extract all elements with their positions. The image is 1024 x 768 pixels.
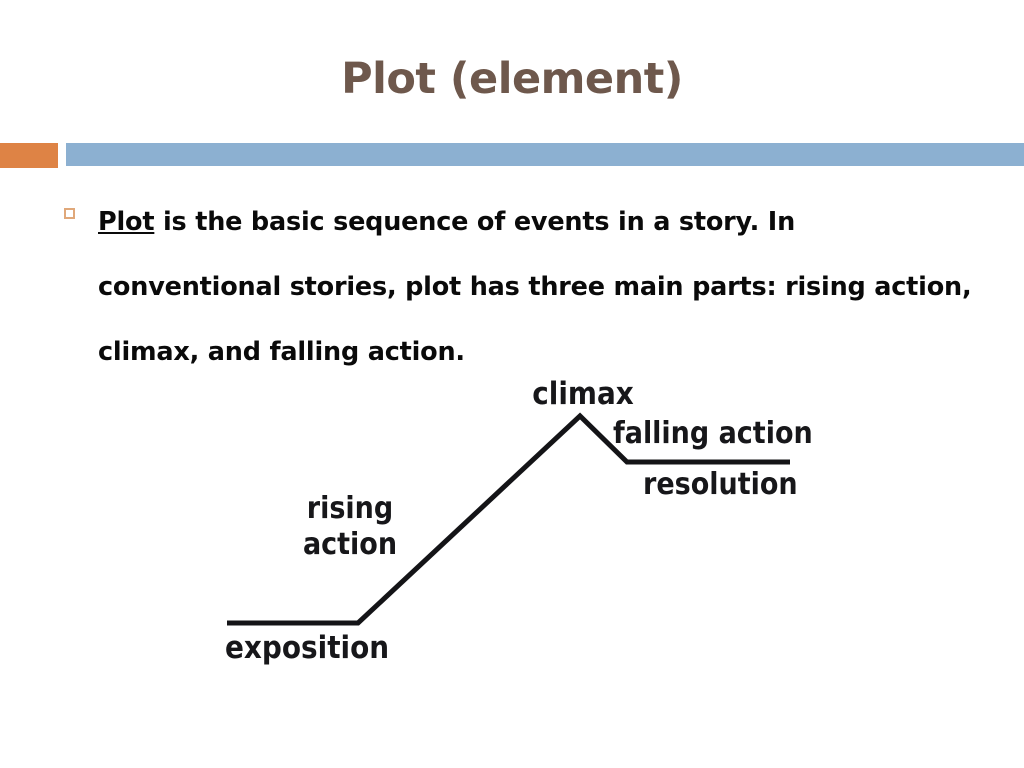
diagram-label-rising: rising [307, 491, 393, 526]
bullet-lead-term: Plot [98, 207, 155, 237]
diagram-label-falling-action: falling action [613, 416, 813, 451]
page-title: Plot (element) [341, 54, 683, 104]
bullet-item: Plot is the basic sequence of events in … [60, 190, 980, 385]
title-rule-bar [66, 143, 1024, 166]
body-content: Plot is the basic sequence of events in … [60, 190, 980, 385]
diagram-label-exposition: exposition [225, 630, 389, 666]
bullet-paragraph: Plot is the basic sequence of events in … [98, 207, 972, 367]
diagram-label-rising-action-second-line: action [303, 527, 397, 562]
title-accent-bar [0, 143, 58, 168]
bullet-rest-text: is the basic sequence of events in a sto… [98, 207, 972, 367]
open-square-bullet-icon [64, 208, 75, 219]
plot-arc-polyline [227, 412, 790, 626]
diagram-label-resolution: resolution [643, 467, 798, 502]
